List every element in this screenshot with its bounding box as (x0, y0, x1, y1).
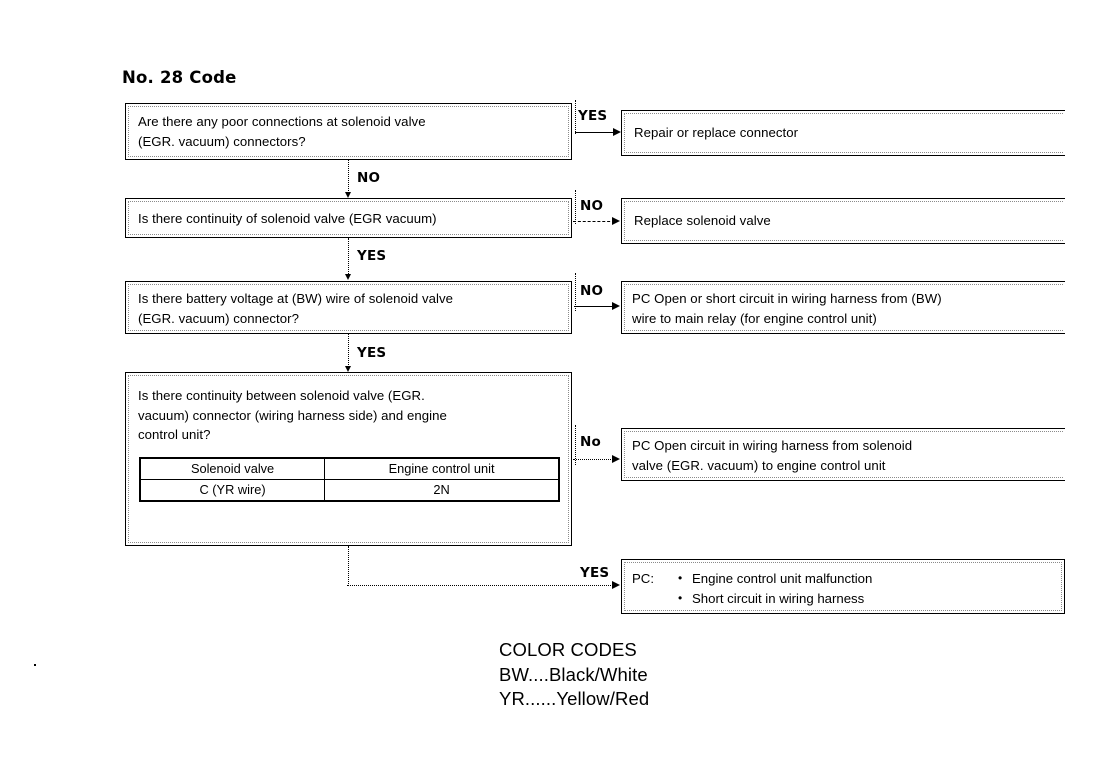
answer-box-5-prefix: PC: (632, 571, 654, 586)
branch-label-q2-no: NO (580, 198, 604, 214)
connector-q2-no-stub (575, 190, 576, 224)
question-box-2-text: Is there continuity of solenoid valve (E… (138, 211, 437, 226)
arrowhead-q3-yes (344, 366, 351, 372)
arrowhead-q4-yes (612, 581, 620, 589)
connector-q4-no (573, 459, 615, 460)
answer-box-1: Repair or replace connector (621, 110, 1065, 156)
arrowhead-q1-yes (613, 128, 621, 136)
answer-box-2: Replace solenoid valve (621, 198, 1065, 244)
question-box-2: Is there continuity of solenoid valve (E… (125, 198, 572, 238)
arrowhead-q4-no (612, 455, 620, 463)
table-row: C (YR wire) 2N (139, 479, 559, 501)
answer-box-4: PC Open circuit in wiring harness from s… (621, 428, 1065, 481)
branch-label-q1-yes: YES (578, 108, 608, 124)
table-cell-engine-control-unit: 2N (324, 479, 559, 501)
arrowhead-q2-yes (344, 274, 351, 280)
arrowhead-q2-no (612, 217, 620, 225)
branch-label-q4-no: No (580, 434, 601, 450)
table-header-row: Solenoid valve Engine control unit (139, 458, 559, 480)
connector-q4-no-stub (575, 425, 576, 465)
connector-q3-no-stub (575, 273, 576, 311)
connector-q4-yes-vertical (348, 546, 349, 586)
branch-label-q4-yes: YES (580, 565, 610, 581)
page-title: No. 28 Code (122, 68, 237, 87)
answer-box-1-text: Repair or replace connector (634, 125, 799, 140)
branch-label-q3-yes: YES (357, 345, 387, 361)
answer-box-5-bullets: Engine control unit malfunction Short ci… (678, 568, 872, 609)
branch-label-q1-no: NO (357, 170, 381, 186)
answer-box-5: PC: Engine control unit malfunction Shor… (621, 559, 1065, 614)
connector-q1-yes-stub (575, 100, 576, 134)
answer-box-5-bullet-2: Short circuit in wiring harness (678, 588, 872, 609)
answer-box-3: PC Open or short circuit in wiring harne… (621, 281, 1065, 334)
arrowhead-q1-no (344, 192, 351, 198)
connector-q2-yes (348, 238, 349, 276)
table-cell-solenoid-valve: C (YR wire) (139, 479, 326, 501)
connector-q3-no (574, 306, 615, 307)
table-header-engine-control-unit: Engine control unit (324, 458, 559, 480)
continuity-table: Solenoid valve Engine control unit C (YR… (139, 457, 560, 502)
connector-q2-no (573, 221, 615, 222)
connector-q1-no (348, 160, 349, 193)
scan-artifact (34, 664, 36, 666)
connector-q4-yes-horizontal (347, 585, 615, 586)
question-box-3-text: Is there battery voltage at (BW) wire of… (138, 291, 453, 326)
answer-box-3-text: PC Open or short circuit in wiring harne… (632, 291, 942, 326)
question-box-1-text: Are there any poor connections at soleno… (138, 114, 426, 149)
color-codes-legend: COLOR CODES BW....Black/White YR......Ye… (499, 639, 650, 709)
connector-q1-yes (575, 132, 615, 133)
question-box-1: Are there any poor connections at soleno… (125, 103, 572, 160)
answer-box-5-bullet-1: Engine control unit malfunction (678, 568, 872, 589)
question-box-3: Is there battery voltage at (BW) wire of… (125, 281, 572, 334)
answer-box-2-text: Replace solenoid valve (634, 213, 771, 228)
connector-q3-yes (348, 334, 349, 369)
table-header-solenoid-valve: Solenoid valve (139, 458, 326, 480)
branch-label-q3-no: NO (580, 283, 604, 299)
branch-label-q2-yes: YES (357, 248, 387, 264)
arrowhead-q3-no (612, 302, 620, 310)
answer-box-4-text: PC Open circuit in wiring harness from s… (632, 438, 913, 473)
question-box-4-text: Is there continuity between solenoid val… (138, 388, 447, 442)
